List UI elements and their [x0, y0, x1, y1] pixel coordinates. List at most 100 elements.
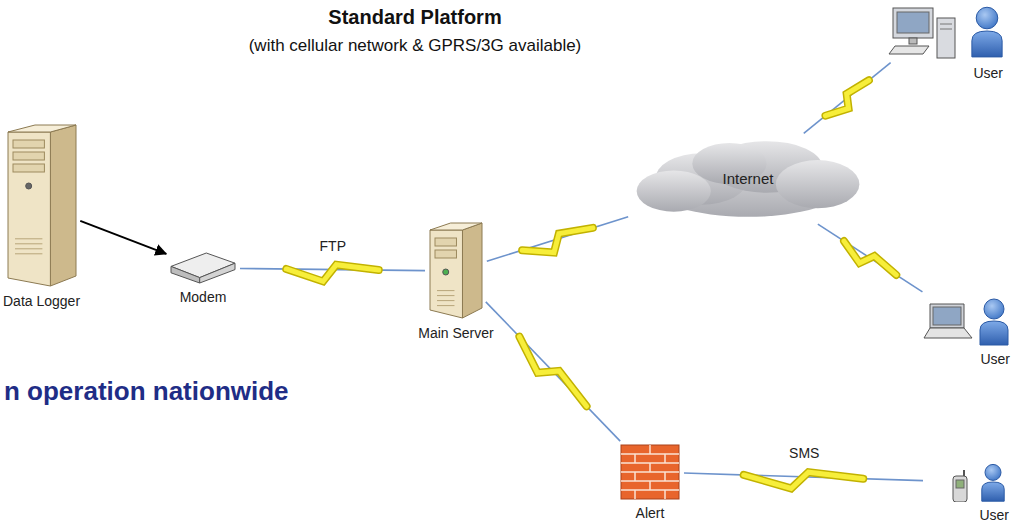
icon-part: [985, 464, 1001, 480]
bolt-outline: [825, 80, 868, 115]
icon-part: [893, 8, 933, 38]
icon-part: [634, 490, 636, 499]
modem-icon: [170, 252, 236, 284]
icon-part: [909, 38, 917, 44]
icon-part: [462, 223, 482, 318]
icon-part: [953, 464, 1004, 502]
diagram-title: Standard Platform: [328, 6, 501, 29]
icon-part: [171, 266, 200, 283]
free-label: n operation nationwide: [4, 376, 289, 407]
icon-part: [8, 125, 76, 286]
icon-part: [956, 480, 964, 488]
icon-part: [649, 445, 651, 454]
icon-part: [15, 243, 42, 244]
icon-part: [437, 300, 454, 301]
node-label: Main Server: [418, 325, 493, 341]
alert-firewall-icon: [620, 444, 680, 500]
icon-part: [976, 7, 998, 29]
icon-part: [924, 299, 1008, 345]
icon-part: [649, 481, 651, 490]
icon-part: [15, 238, 42, 239]
icon-part: [430, 223, 482, 230]
node-label: User: [853, 65, 1003, 81]
user-laptop-icon: [922, 294, 1010, 346]
icon-part: [889, 7, 1002, 58]
icon-part: [776, 160, 860, 208]
node-label: Modem: [170, 289, 236, 305]
connector-line: [486, 302, 620, 441]
icon-part: [8, 132, 50, 286]
icon-part: [8, 125, 76, 132]
modem: Modem: [170, 252, 236, 305]
wireless-link: [487, 217, 628, 262]
icon-part: [889, 46, 929, 54]
icon-part: [649, 463, 651, 472]
icon-part: [963, 470, 965, 476]
bolt-outline: [744, 472, 864, 488]
icon-part: [15, 253, 42, 254]
icon-part: [634, 454, 636, 463]
node-label: User: [927, 507, 1009, 523]
icon-part: [940, 29, 952, 30]
arrow-connector: [80, 221, 166, 254]
node-label: Alert: [620, 505, 680, 521]
bolt-outline: [844, 241, 896, 275]
bolt-fill: [286, 265, 379, 282]
bolt-outline: [519, 337, 586, 407]
icon-part: [924, 328, 972, 338]
data-logger: Data Logger: [3, 124, 80, 309]
icon-part: [637, 170, 711, 211]
user-phone: User: [927, 462, 1009, 523]
wireless-link: [684, 472, 923, 488]
icon-part: [664, 490, 666, 499]
icon-part: [13, 152, 44, 160]
icon-part: [437, 295, 454, 296]
user-desktop: User: [853, 4, 1003, 81]
icon-part: [972, 31, 1002, 57]
data-logger-icon: [7, 124, 77, 288]
icon-part: [15, 248, 42, 249]
icon-part: [940, 24, 952, 25]
icon-part: [621, 445, 679, 499]
node-label: User: [922, 351, 1010, 367]
main-server-icon: [429, 222, 483, 320]
icon-part: [435, 238, 456, 246]
link-label: FTP: [317, 238, 349, 254]
icon-part: [930, 304, 964, 328]
icon-part: [50, 125, 76, 286]
user-phone-icon: [927, 462, 1009, 502]
wireless-link: [804, 63, 891, 134]
node-label: Data Logger: [3, 293, 80, 309]
icon-part: [634, 472, 636, 481]
user-laptop: User: [922, 294, 1010, 367]
icon-part: [13, 164, 44, 172]
connector-line: [80, 221, 166, 254]
icon-part: [980, 321, 1008, 345]
icon-part: [664, 454, 666, 463]
wireless-link: [486, 302, 620, 441]
icon-part: [200, 263, 235, 283]
icon-part: [430, 223, 482, 318]
icon-part: [437, 290, 454, 291]
bolt-outline: [522, 228, 593, 253]
icon-part: [437, 305, 454, 306]
link-label: SMS: [786, 445, 822, 461]
connector-line: [804, 63, 891, 134]
icon-part: [13, 140, 44, 148]
icon-part: [621, 445, 679, 499]
wireless-link: [240, 265, 425, 282]
bolt-fill: [519, 337, 586, 407]
internet-cloud: Internet: [632, 136, 864, 222]
bolt-fill: [522, 228, 593, 253]
icon-part: [664, 472, 666, 481]
bolt-fill: [744, 472, 864, 488]
free-label: (with cellular network & GPRS/3G availab…: [249, 36, 582, 56]
icon-part: [937, 18, 955, 58]
icon-part: [430, 230, 462, 318]
icon-part: [984, 299, 1004, 319]
icon-part: [443, 269, 449, 275]
node-label: Internet: [632, 136, 864, 222]
user-desktop-icon: [853, 4, 1003, 60]
